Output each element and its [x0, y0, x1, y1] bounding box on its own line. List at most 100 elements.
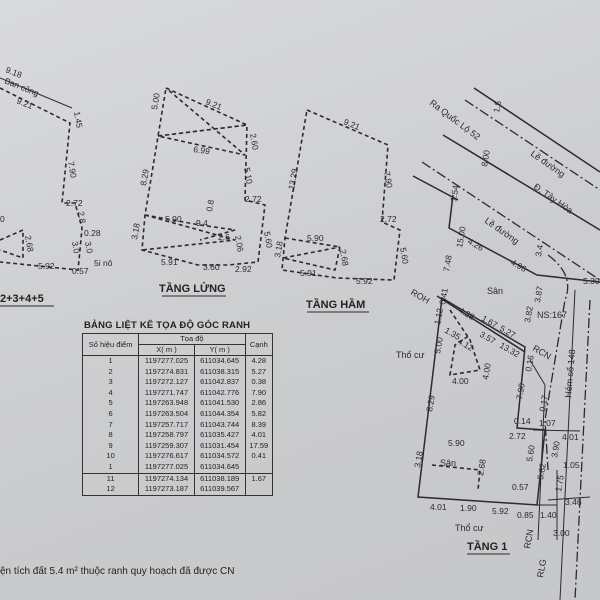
dim-label: 0.8 [204, 199, 216, 213]
cell-edge [244, 484, 274, 496]
dim-label: 5.60 [398, 247, 411, 265]
cell-y: 611038.315 [193, 366, 246, 378]
cell-x: 1197258.797 [138, 430, 195, 441]
cell-y: 611038.189 [193, 472, 246, 485]
col-header-point: Số hiệu điểm [81, 333, 140, 356]
dim-label: 4.00 [480, 362, 493, 380]
dim-label: 9.21 [15, 96, 34, 112]
cell-id: 1 [81, 461, 140, 474]
dim-label: 2.68 [475, 458, 488, 476]
cell-y: 611042.837 [193, 377, 246, 388]
cell-edge: 4.01 [244, 430, 274, 441]
dim-label: 5.82 [535, 462, 548, 480]
dim-label: 1.07 [539, 418, 556, 428]
cell-id: 6 [81, 408, 140, 420]
dim-label: 5.91 [300, 268, 317, 278]
cell-x: 1197277.025 [138, 355, 195, 367]
dim-label: 5.00 [432, 336, 445, 354]
dim-label: 3.87 [532, 285, 545, 303]
cell-id: 9 [81, 440, 140, 452]
dim-label: 3.60 [203, 262, 220, 272]
dim-label: 5.60 [524, 444, 537, 462]
dim-label: 3.46 [565, 497, 582, 507]
dim-label: 9.4 [196, 218, 208, 228]
dim-label: 0.41 [437, 287, 450, 305]
dim-label: 3.4 [533, 244, 545, 258]
dim-label: 2.6 [218, 232, 230, 242]
plan-title: TẦNG LỬNG [159, 282, 226, 295]
cell-y: 611043.744 [193, 419, 246, 431]
dim-label: 3.18 [272, 240, 285, 258]
dim-label: 5.92 [492, 506, 509, 516]
dim-label: 13.29 [286, 167, 300, 190]
roh-label: ROH [409, 287, 431, 306]
col-header-x: X( m ) [138, 344, 195, 356]
residential-land-label: Thổ cư [396, 350, 425, 360]
dim-label: 2.72 [380, 214, 397, 224]
dim-label: 15.00 [454, 225, 468, 248]
dim-label: 7.90 [382, 171, 395, 189]
cell-edge: 2.86 [244, 398, 274, 409]
cell-x: 1197277.025 [138, 461, 195, 474]
dim-label: 0.85 [517, 510, 534, 520]
col-header-edge: Cạnh [244, 333, 274, 356]
dim-label: 7.90 [66, 161, 79, 179]
dim-label: 4.01 [562, 432, 579, 442]
dim-label: 1.67 [480, 313, 500, 330]
dim-label: 5.90 [307, 233, 324, 243]
dim-label: 4.12 [456, 336, 476, 353]
dim-label: 5i nô [94, 258, 113, 268]
cell-id: 4 [81, 387, 140, 399]
dim-label: 3.00 [553, 528, 570, 538]
cell-id: 11 [81, 472, 140, 485]
dim-label: 2.72 [245, 194, 262, 204]
dim-label: 5.90 [448, 438, 465, 448]
dim-label: 5.92 [356, 276, 373, 286]
street-label: Đ. Tây Hòa [532, 181, 575, 215]
cell-y: 611031.454 [193, 440, 246, 452]
dim-label: 1.5 [491, 100, 503, 114]
rcn-label: RCN [522, 528, 535, 549]
plan-tang-1: Ra Quốc Lộ 52 1.5 Lề đường 8.00 Đ. Tây H… [396, 87, 600, 600]
house-number-label: NS:167 [537, 310, 567, 320]
cell-x: 1197276.617 [138, 451, 195, 462]
cell-x: 1197271.747 [138, 387, 195, 399]
dim-label: 4.00 [452, 376, 469, 386]
plan-title: 2+3+4+5 [0, 293, 44, 305]
dim-label: 3.18 [129, 222, 142, 240]
cell-edge: 5.27 [244, 366, 274, 378]
cell-edge: 17.59 [244, 440, 274, 452]
dim-label: 1.75 [553, 474, 566, 492]
dim-label: 2.60 [248, 133, 261, 151]
dim-label: 0 [0, 214, 5, 224]
cell-id: 2 [81, 366, 140, 378]
col-header-coord: Tọa độ [138, 333, 246, 345]
yard-label: Sân [440, 458, 456, 468]
cell-x: 1197263.948 [138, 398, 195, 409]
dim-label: 2.92 [235, 264, 252, 274]
plan-title: TẦNG 1 [467, 540, 507, 553]
dim-label: 5.30 [583, 276, 600, 286]
dim-label: 3.0 [70, 241, 82, 255]
cell-id: 7 [81, 419, 140, 431]
dim-label: 2.68 [338, 249, 351, 267]
dim-label: 2.06 [233, 235, 246, 253]
cell-y: 611044.354 [193, 408, 246, 420]
residential-land-label: Thổ cư [455, 523, 484, 533]
dim-label: 8.00 [479, 149, 492, 167]
dim-label: 1.05 [563, 460, 580, 470]
dim-label: 0.16 [523, 354, 536, 372]
dim-label: 3.18 [412, 450, 425, 468]
dim-label: 5.10 [242, 167, 255, 185]
footnote: ện tích đất 5.4 m² thuộc ranh quy hoạch … [0, 566, 235, 577]
